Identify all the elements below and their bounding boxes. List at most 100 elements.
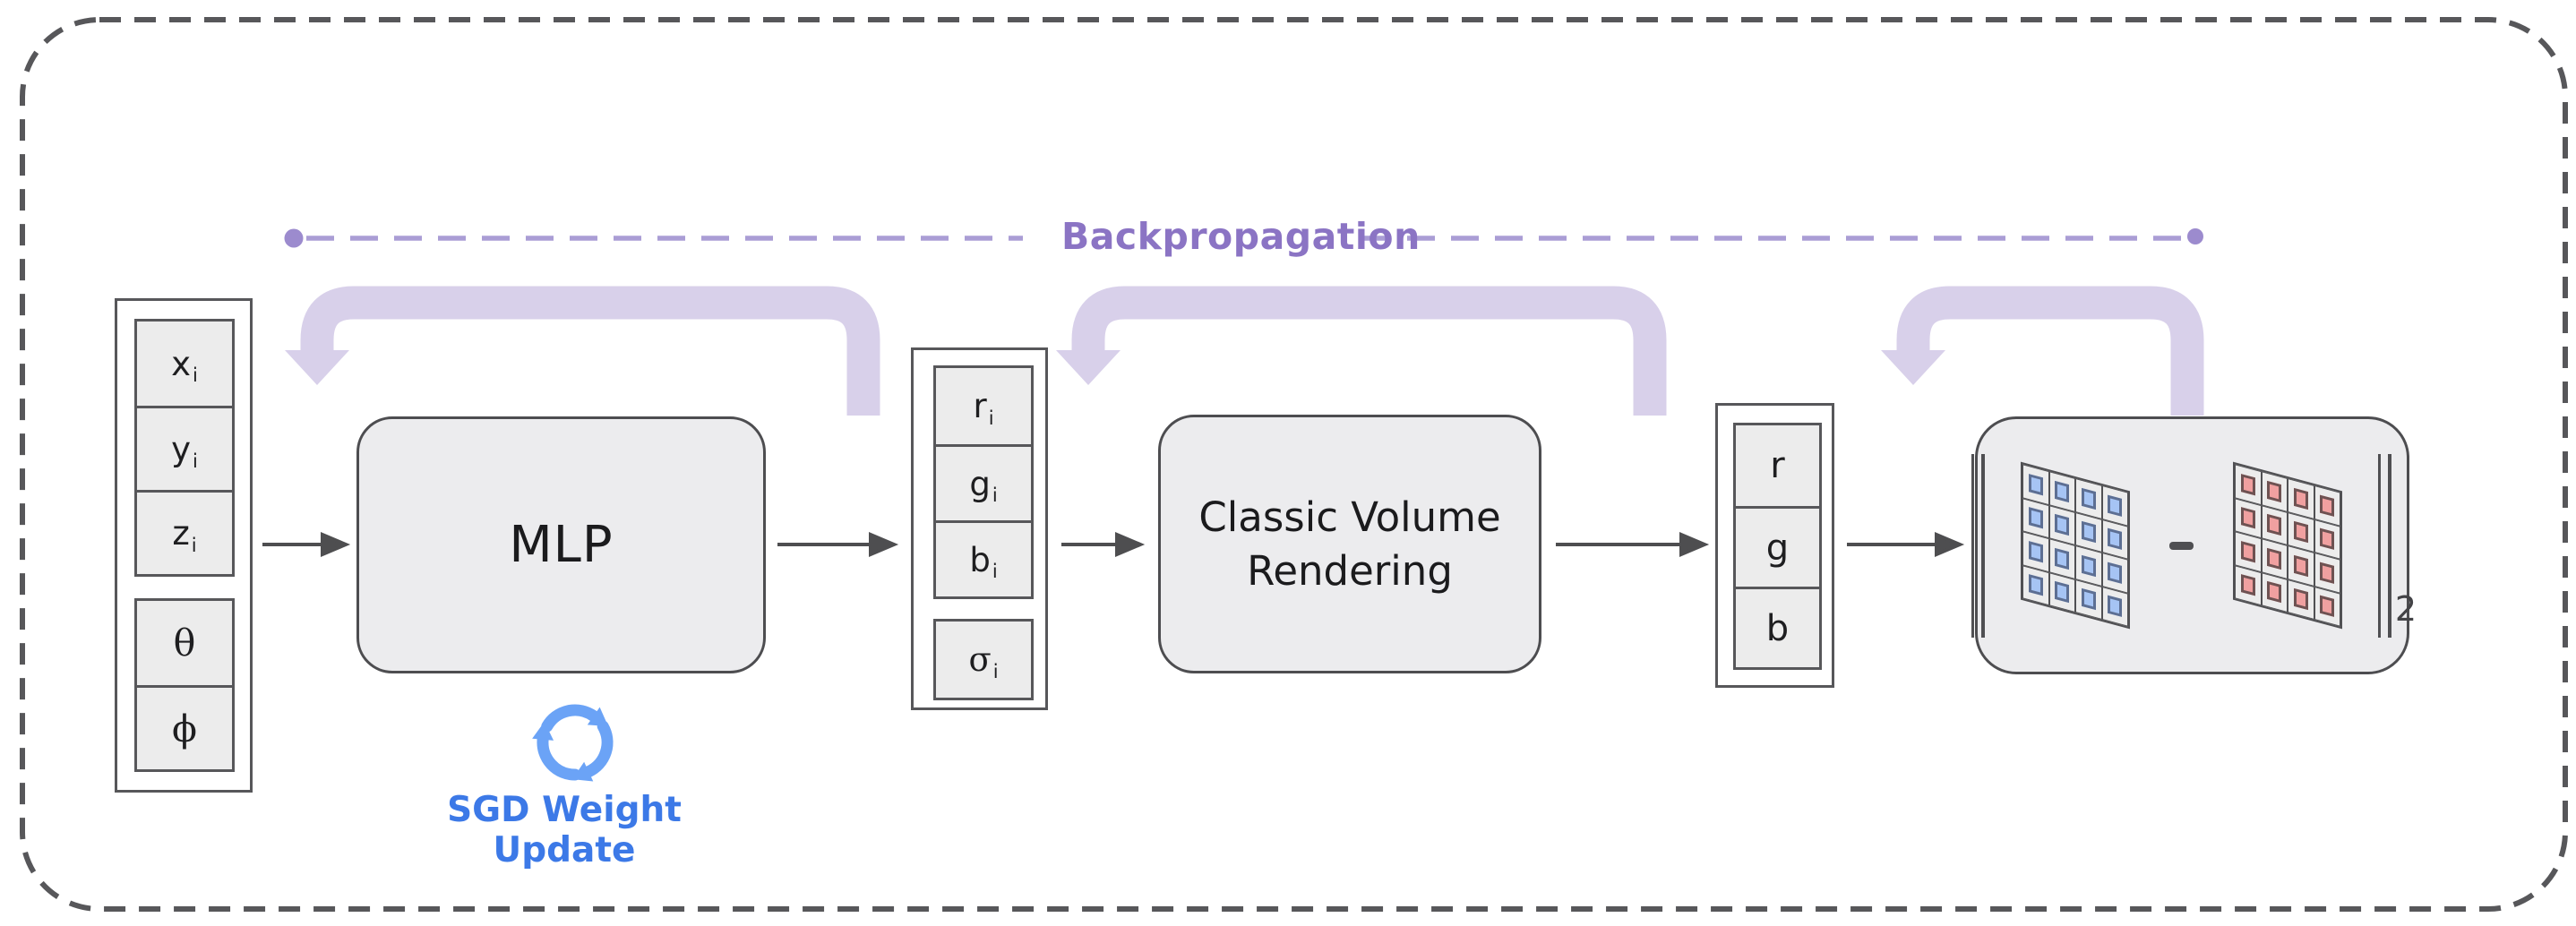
cell-subscript: i bbox=[988, 407, 994, 429]
pixel-swatch bbox=[2240, 574, 2255, 596]
pixel-swatch bbox=[2267, 514, 2282, 536]
pixel-swatch bbox=[2108, 595, 2123, 618]
flow-arrow-radiance-to-volume-rendering bbox=[1061, 531, 1146, 558]
l2-loss-expression: 2 bbox=[1971, 419, 2417, 672]
cell-symbol: g bbox=[969, 464, 991, 503]
pixel-swatch bbox=[2055, 480, 2070, 502]
volume-rendering-label: Classic Volume Rendering bbox=[1198, 491, 1500, 597]
sgd-weight-update-label: SGD Weight Update bbox=[447, 790, 682, 870]
pixel-cell bbox=[2074, 579, 2102, 620]
backpropagation-label: Backpropagation bbox=[1061, 215, 1421, 258]
backprop-line-end-dot bbox=[2187, 228, 2203, 244]
pixel-swatch bbox=[2081, 554, 2096, 577]
rendered-image-grid bbox=[2020, 461, 2130, 630]
volume-rendering-line2: Rendering bbox=[1247, 546, 1453, 595]
l2-loss-block: 2 bbox=[1971, 416, 2417, 674]
pixel-swatch bbox=[2028, 473, 2043, 496]
pixel-cell bbox=[2022, 564, 2049, 606]
cell-symbol: g bbox=[1765, 527, 1790, 569]
pixel-swatch bbox=[2293, 588, 2308, 611]
cell-subscript: i bbox=[191, 534, 197, 556]
cell-symbol: ϕ bbox=[172, 707, 197, 750]
pixel-swatch bbox=[2320, 494, 2335, 517]
cell-symbol: y bbox=[171, 430, 192, 468]
rgb-cell-b: b bbox=[1736, 587, 1819, 667]
cell-subscript: i bbox=[992, 484, 998, 506]
pixel-swatch bbox=[2108, 527, 2123, 551]
pixel-cell bbox=[2261, 571, 2288, 613]
cell-subscript: i bbox=[193, 364, 198, 386]
input-cell-phi: ϕ bbox=[137, 685, 232, 769]
cell-symbol: r bbox=[973, 387, 987, 425]
pixel-swatch bbox=[2028, 574, 2043, 596]
pixel-swatch bbox=[2028, 540, 2043, 563]
pixel-swatch bbox=[2267, 581, 2282, 604]
pixel-swatch bbox=[2055, 514, 2070, 536]
pixel-swatch bbox=[2320, 562, 2335, 584]
pixel-swatch bbox=[2293, 554, 2308, 577]
rgb-cell-g: g bbox=[1736, 506, 1819, 587]
ground-truth-image-grid bbox=[2232, 461, 2342, 630]
mlp-label: MLP bbox=[509, 516, 614, 574]
volume-rendering-line1: Classic Volume bbox=[1198, 493, 1501, 542]
pixel-swatch bbox=[2293, 487, 2308, 510]
pixel-cell bbox=[2314, 586, 2340, 627]
norm-subscript: 2 bbox=[2394, 589, 2417, 629]
pixel-cell bbox=[2048, 571, 2075, 613]
pixel-swatch bbox=[2320, 527, 2335, 551]
cell-symbol: θ bbox=[173, 622, 196, 664]
cell-subscript: i bbox=[193, 450, 198, 472]
flow-arrow-volume-rendering-to-rgb bbox=[1556, 531, 1710, 558]
input-cell-theta: θ bbox=[137, 601, 232, 685]
backprop-arrow-to-mlp bbox=[285, 286, 880, 416]
flow-arrow-rgb-to-loss bbox=[1847, 531, 1965, 558]
pixel-swatch bbox=[2240, 473, 2255, 496]
backprop-arrow-to-volume-rendering bbox=[1056, 286, 1667, 416]
pixel-swatch bbox=[2108, 562, 2123, 584]
norm-bars-right bbox=[2377, 453, 2391, 638]
cell-symbol: b bbox=[1765, 607, 1790, 649]
norm-bars-left bbox=[1971, 453, 1985, 638]
pixel-swatch bbox=[2320, 595, 2335, 618]
pixel-cell bbox=[2234, 564, 2262, 606]
cell-symbol: x bbox=[171, 344, 192, 383]
backprop-arrowhead-1 bbox=[285, 350, 349, 385]
rgb-cell-r: r bbox=[1736, 425, 1819, 506]
minus-sign bbox=[2168, 541, 2194, 550]
pixel-swatch bbox=[2240, 540, 2255, 563]
pixel-swatch bbox=[2055, 547, 2070, 570]
flow-arrow-mlp-to-radiance bbox=[777, 531, 899, 558]
pixel-swatch bbox=[2293, 521, 2308, 544]
mlp-block: MLP bbox=[356, 416, 766, 673]
backprop-arrowhead-3 bbox=[1881, 350, 1945, 385]
pixel-swatch bbox=[2055, 581, 2070, 604]
volume-rendering-block: Classic Volume Rendering bbox=[1158, 415, 1541, 673]
cell-subscript: i bbox=[992, 660, 999, 682]
cell-symbol: r bbox=[1770, 445, 1785, 486]
pixel-swatch bbox=[2081, 521, 2096, 544]
cell-subscript: i bbox=[992, 561, 998, 582]
backprop-arrowhead-2 bbox=[1056, 350, 1121, 385]
outer-dashed-border bbox=[20, 17, 2568, 912]
sgd-cycle-icon bbox=[532, 704, 614, 782]
rgb-output-vector-box: r g b bbox=[1715, 403, 1834, 688]
rgb-output-group: r g b bbox=[1733, 423, 1822, 670]
input-direction-group: θ ϕ bbox=[134, 598, 235, 772]
pixel-swatch bbox=[2267, 547, 2282, 570]
pixel-cell bbox=[2287, 579, 2314, 620]
pixel-swatch bbox=[2108, 494, 2123, 517]
